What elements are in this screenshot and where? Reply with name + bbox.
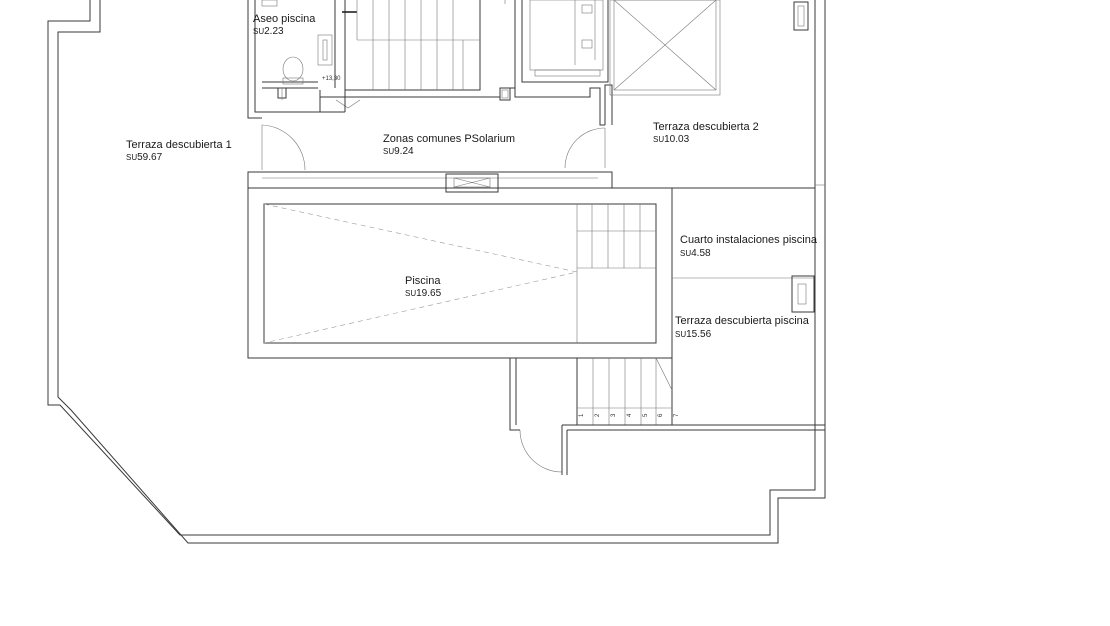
- room-label-terraza-piscina: Terraza descubierta piscina SU15.56: [675, 315, 810, 340]
- step-number: 1: [579, 413, 585, 417]
- room-name: Cuarto instalaciones piscina: [680, 234, 818, 246]
- room-name: Terraza descubierta 1: [126, 139, 232, 151]
- room-area: SU10.03: [653, 134, 690, 145]
- room-area: SU2.23: [253, 26, 284, 37]
- door-swings: [261, 124, 606, 473]
- skylight-void: [609, 0, 809, 96]
- step-number: 4: [627, 413, 633, 417]
- room-area: SU9.24: [383, 146, 414, 157]
- lower-staircase: [509, 357, 825, 475]
- room-label-piscina: Piscina SU19.65: [405, 275, 442, 299]
- room-name: Terraza descubierta 2: [653, 121, 759, 133]
- stair-step-numbers: 1 2 3 4 5 6 7: [579, 413, 680, 417]
- room-label-terraza-2: Terraza descubierta 2 SU10.03: [653, 121, 759, 145]
- step-number: 2: [595, 413, 601, 417]
- room-name: Aseo piscina: [253, 13, 316, 25]
- room-name: Terraza descubierta piscina: [675, 315, 810, 327]
- pool: [247, 187, 673, 359]
- outer-boundary: [47, 0, 826, 544]
- step-number: 7: [674, 413, 680, 417]
- room-name: Zonas comunes PSolarium: [383, 133, 515, 145]
- room-label-terraza-1: Terraza descubierta 1 SU59.67: [126, 139, 232, 163]
- room-area: SU15.56: [675, 329, 712, 340]
- step-number: 5: [643, 413, 649, 417]
- installations-room: [671, 188, 815, 313]
- room-area: SU4.58: [680, 248, 711, 259]
- step-number: 6: [658, 413, 664, 417]
- level-mark: +13,30: [322, 76, 341, 82]
- room-label-cuarto-instalaciones: Cuarto instalaciones piscina SU4.58: [680, 234, 818, 259]
- lift-core: [499, 0, 613, 126]
- main-staircase: [319, 0, 506, 113]
- room-area: SU19.65: [405, 288, 442, 299]
- room-label-zonas-comunes: Zonas comunes PSolarium SU9.24: [383, 133, 515, 157]
- aseo-room: [247, 0, 357, 119]
- room-name: Piscina: [405, 275, 441, 287]
- pool-parapet: [247, 171, 815, 193]
- step-number: 3: [611, 413, 617, 417]
- room-area: SU59.67: [126, 152, 163, 163]
- room-label-aseo: Aseo piscina SU2.23: [253, 13, 316, 37]
